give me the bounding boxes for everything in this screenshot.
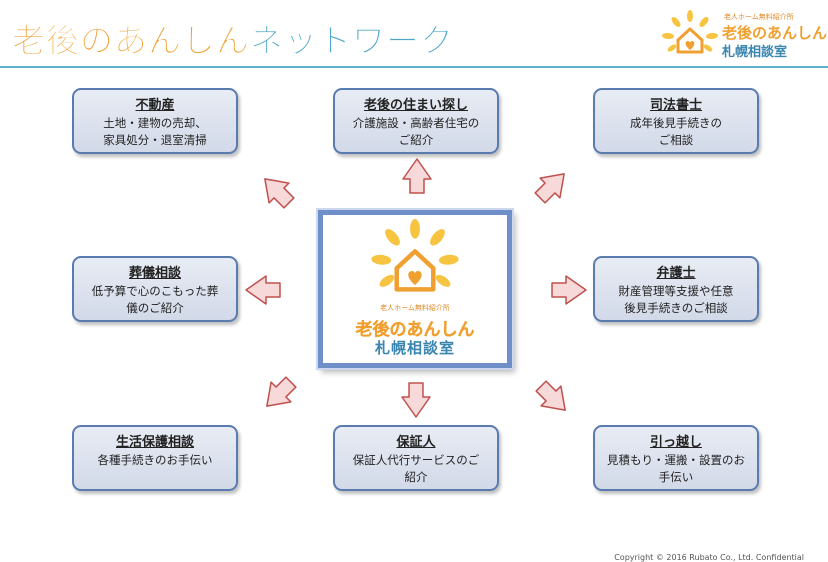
title-part-2: ネットワーク xyxy=(250,21,454,61)
arrow-down-right-icon xyxy=(535,380,566,411)
header-logo: 老人ホーム無料紹介所 老後のあんしん 札幌相談室 xyxy=(658,10,827,60)
arrow-up-right-icon xyxy=(534,173,565,204)
node-desc-line2: ご紹介 xyxy=(398,133,434,147)
node-desc-line1: 見積もり・運搬・設置のお xyxy=(607,453,745,467)
arrow-right-icon xyxy=(551,275,587,305)
center-logo-subtitle: 老人ホーム無料紹介所 xyxy=(380,304,450,312)
header-logo-name: 老後のあんしん xyxy=(722,24,828,42)
node-welfare: 生活保護相談 各種手続きのお手伝い xyxy=(72,425,238,491)
arrow-down-left-icon xyxy=(266,376,297,407)
node-title: 葬儀相談 xyxy=(128,266,181,281)
arrow-up-icon xyxy=(402,158,432,194)
node-title: 老後の住まい探し xyxy=(363,98,468,113)
arrow-up-left-icon xyxy=(264,178,295,209)
header-divider xyxy=(0,66,828,68)
page-title: 老後のあんしんネットワーク xyxy=(12,14,454,62)
node-desc-line2: 手伝い xyxy=(658,470,694,484)
header-logo-office: 札幌相談室 xyxy=(722,45,788,60)
node-desc-line1: 財産管理等支援や任意 xyxy=(618,284,734,298)
node-desc-line2: 後見手続きのご相談 xyxy=(624,301,728,315)
node-housing: 老後の住まい探し 介護施設・高齢者住宅の ご紹介 xyxy=(333,88,499,154)
node-funeral: 葬儀相談 低予算で心のこもった葬 儀のご紹介 xyxy=(72,256,238,322)
node-title: 不動産 xyxy=(135,98,175,113)
node-moving: 引っ越し 見積もり・運搬・設置のお 手伝い xyxy=(593,425,759,491)
arrow-left-icon xyxy=(245,275,281,305)
sun-house-logo-icon xyxy=(662,10,718,54)
title-part-1: 老後のあんしん xyxy=(12,21,250,61)
node-title: 生活保護相談 xyxy=(115,435,194,450)
node-lawyer: 弁護士 財産管理等支援や任意 後見手続きのご相談 xyxy=(593,256,759,322)
node-title: 司法書士 xyxy=(649,98,702,113)
node-desc-line2: 儀のご紹介 xyxy=(126,301,184,315)
node-title: 弁護士 xyxy=(656,266,696,281)
node-desc-line2: ご相談 xyxy=(658,133,694,147)
node-desc-line2: 家具処分・退室清掃 xyxy=(103,133,207,147)
header-logo-subtitle: 老人ホーム無料紹介所 xyxy=(724,13,794,21)
sun-house-logo-icon xyxy=(371,219,459,292)
node-scrivener: 司法書士 成年後見手続きの ご相談 xyxy=(593,88,759,154)
node-desc-line1: 成年後見手続きの xyxy=(630,116,722,130)
center-hub: 老人ホーム無料紹介所 老後のあんしん 札幌相談室 xyxy=(318,210,512,368)
node-guarantor: 保証人 保証人代行サービスのご 紹介 xyxy=(333,425,499,491)
node-desc-line1: 低予算で心のこもった葬 xyxy=(91,284,219,298)
node-desc-line1: 介護施設・高齢者住宅の xyxy=(352,116,480,130)
center-logo-office: 札幌相談室 xyxy=(374,339,455,357)
node-desc-line1: 保証人代行サービスのご xyxy=(352,453,480,467)
center-logo-name: 老後のあんしん xyxy=(355,320,475,340)
node-title: 保証人 xyxy=(396,435,436,450)
node-desc-line1: 各種手続きのお手伝い xyxy=(97,453,213,467)
arrow-down-icon xyxy=(401,382,431,418)
node-title: 引っ越し xyxy=(649,435,702,450)
node-desc-line1: 土地・建物の売却、 xyxy=(103,116,207,130)
node-real-estate: 不動産 土地・建物の売却、 家具処分・退室清掃 xyxy=(72,88,238,154)
node-desc-line2: 紹介 xyxy=(404,470,428,484)
